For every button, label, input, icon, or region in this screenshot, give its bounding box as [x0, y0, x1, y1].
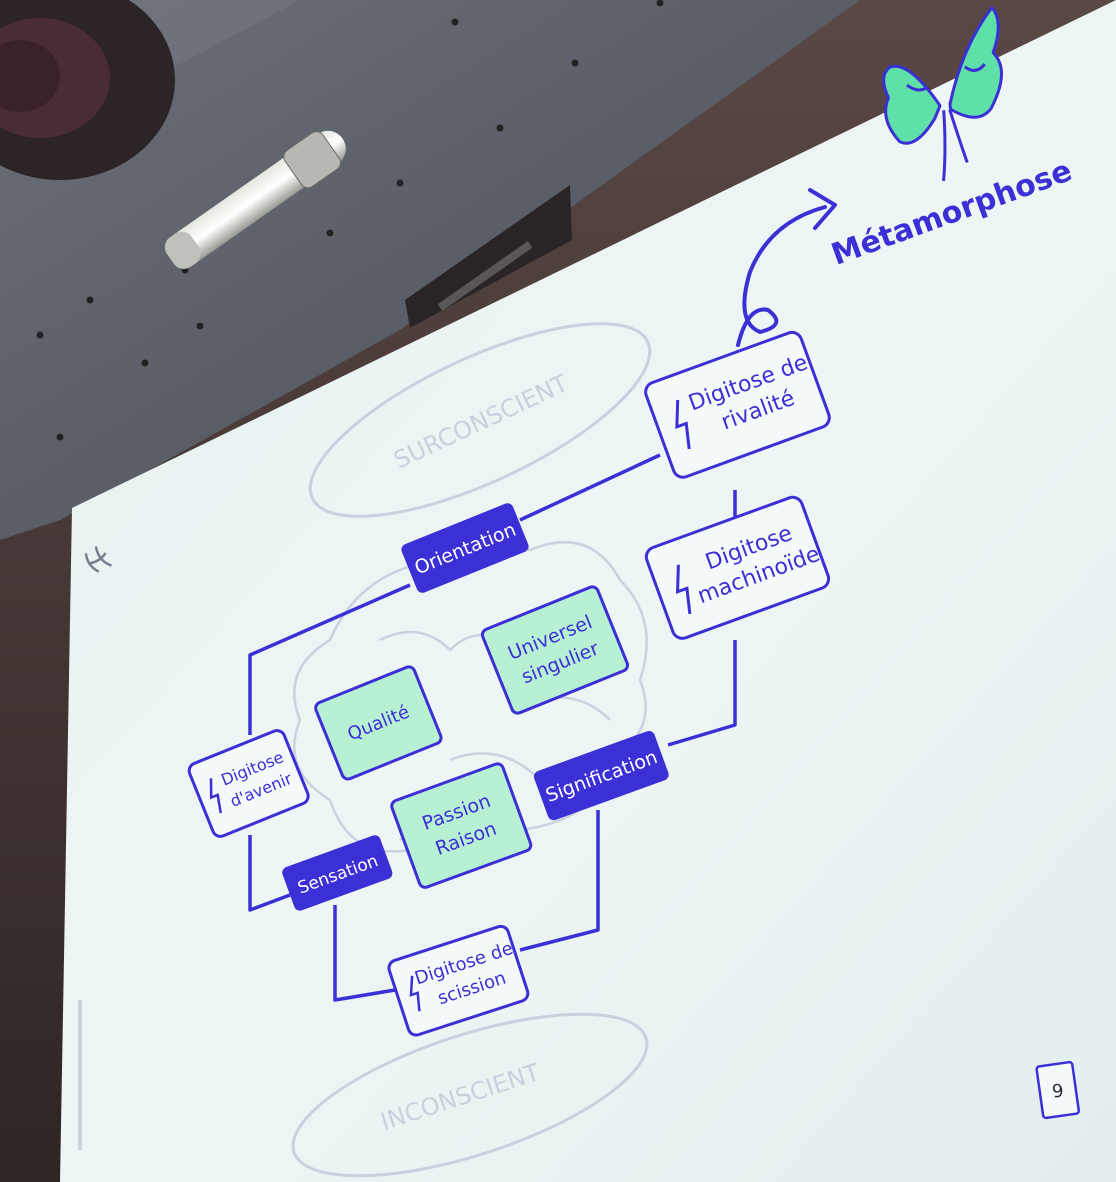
box-digitose-avenir: Digitose d'avenir: [187, 729, 310, 838]
box-digitose-machinoide: Digitose machinoïde: [644, 495, 831, 640]
ceiling: [0, 0, 860, 540]
ceiling-holes: [36, 0, 664, 441]
tube-light: [164, 130, 346, 269]
diagram-connectors: [248, 453, 737, 1002]
lightning-icon: [409, 975, 421, 1012]
lightning-icon: [209, 778, 222, 814]
page-number-badge: 9: [1035, 1060, 1081, 1120]
ceiling-light-fixture: [0, 0, 175, 180]
page-number: 9: [1051, 1080, 1065, 1102]
concept-passion: Passion Raison: [390, 762, 533, 889]
node-sensation: Sensation: [282, 835, 393, 911]
lightning-icon: [675, 399, 691, 450]
arrow-to-metamorphose: [736, 188, 837, 347]
concept-universel: Universel singulier: [480, 585, 630, 715]
logo-icon: [84, 546, 112, 573]
box-digitose-scission: Digitose de scission: [387, 924, 530, 1037]
concept-qualite: Qualité: [314, 665, 443, 781]
butterfly-icon: [882, 6, 1003, 182]
lightning-icon: [675, 564, 692, 615]
box-digitose-rivalite: Digitose de rivalité: [644, 330, 831, 479]
screen-bracket: [405, 185, 572, 328]
